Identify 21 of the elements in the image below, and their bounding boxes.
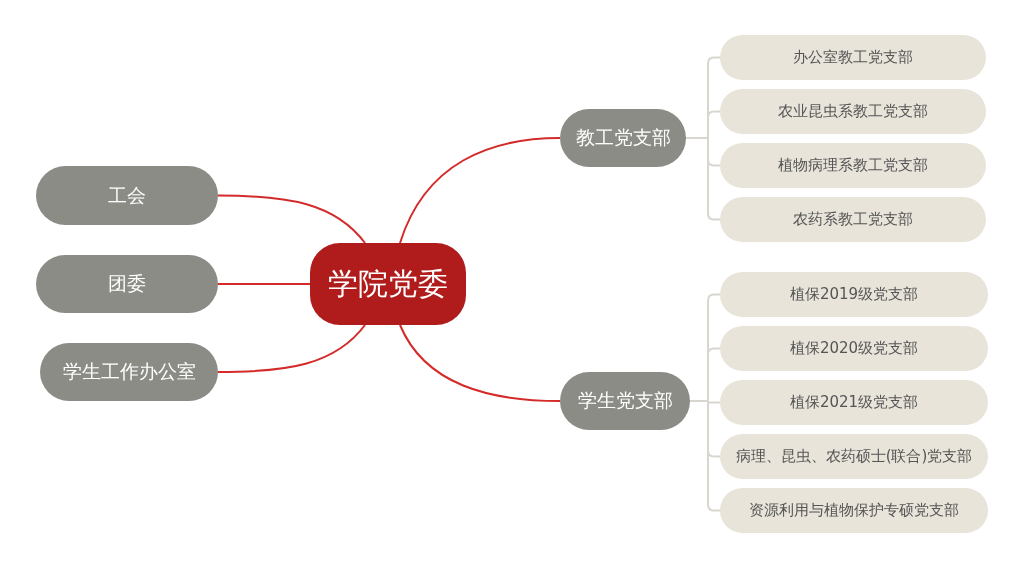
leaf-node: 植保2021级党支部 — [720, 380, 988, 425]
connector — [399, 324, 561, 402]
branch-node: 学生工作办公室 — [40, 343, 218, 401]
leaf-node: 植物病理系教工党支部 — [720, 143, 986, 188]
leaf-node: 办公室教工党支部 — [720, 35, 986, 80]
branch-node: 工会 — [36, 166, 218, 225]
leaf-node: 农药系教工党支部 — [720, 197, 986, 242]
branch-node: 教工党支部 — [560, 109, 686, 167]
connector — [217, 324, 366, 373]
leaf-node: 农业昆虫系教工党支部 — [720, 89, 986, 134]
leaf-node: 植保2019级党支部 — [720, 272, 988, 317]
connector — [399, 137, 561, 244]
branch-node: 学生党支部 — [560, 372, 690, 430]
connector — [217, 283, 311, 285]
root-node: 学院党委 — [310, 243, 466, 325]
connector — [685, 137, 721, 221]
leaf-node: 植保2020级党支部 — [720, 326, 988, 371]
leaf-node: 病理、昆虫、农药硕士(联合)党支部 — [720, 434, 988, 479]
connector — [217, 194, 366, 244]
branch-node: 团委 — [36, 255, 218, 313]
leaf-node: 资源利用与植物保护专硕党支部 — [720, 488, 988, 533]
